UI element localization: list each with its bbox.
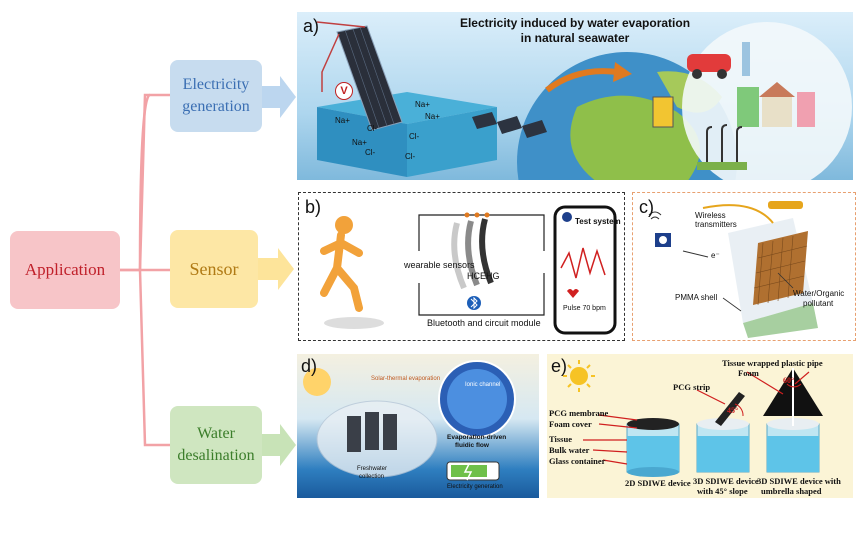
solar-label: Solar-thermal evaporation <box>371 376 441 382</box>
ion-8: Na+ <box>352 138 367 147</box>
evaporator-array <box>347 412 397 452</box>
device-2-label-2: with 45° slope <box>697 486 748 496</box>
device-3-label-1: 3D SDIWE device with <box>757 476 841 486</box>
sun-icon <box>303 368 331 396</box>
ion-1: Na+ <box>415 100 430 109</box>
ion-2: Na+ <box>425 112 440 121</box>
wireless-label-2: transmitters <box>695 220 737 229</box>
ion-3: Na+ <box>335 116 350 125</box>
branch-electricity-line2: generation <box>182 98 250 115</box>
phone-icon <box>553 205 617 335</box>
app-icon <box>562 212 572 222</box>
panel-a-letter: a) <box>303 16 320 36</box>
runner-icon <box>335 216 353 234</box>
building-icon <box>737 87 759 127</box>
fresh-label-2: collection <box>359 474 385 480</box>
device-3-label-2: umbrella shaped <box>761 486 822 496</box>
battery-icon <box>652 96 674 128</box>
glass-label: Glass container <box>549 456 606 466</box>
panel-a-title-2: in natural seawater <box>520 31 630 45</box>
battery-icon <box>451 465 487 477</box>
arrow-elec <box>262 76 296 118</box>
panel-e: e) Tissue wrapped plastic pipe Foam PCG … <box>547 354 853 498</box>
fresh-label-1: Freshwater <box>357 466 388 472</box>
pcg-strip-label: PCG strip <box>673 382 711 392</box>
ion-5: Cl- <box>409 132 420 141</box>
tissue-label: Tissue <box>549 434 572 444</box>
heart-icon <box>567 289 579 298</box>
flow-label-2: fluidic flow <box>455 442 489 449</box>
panel-d: d) Solar-thermal evaporation Ionic chann… <box>297 354 539 498</box>
root-box: Application <box>10 231 120 309</box>
panel-a-illustration <box>316 21 852 180</box>
ionic-label: Ionic channel <box>465 382 501 388</box>
panel-c-illustration <box>648 201 818 338</box>
root-label: Application <box>24 260 106 279</box>
device-2-label-1: 3D SDIWE device <box>693 476 759 486</box>
branch-water-line2: desalination <box>177 447 255 464</box>
hcehg-label: HCEHG <box>467 271 500 281</box>
branch-electricity: Electricity generation <box>170 60 262 132</box>
panel-a: a) Electricity induced by water evaporat… <box>297 12 853 180</box>
branch-sensor-label: Sensor <box>189 258 239 279</box>
pmma-label: PMMA shell <box>675 293 718 302</box>
panel-b: b) wearable sensors HCEHG Bluetooth and … <box>298 192 625 341</box>
elec-gen-label: Electricity generation <box>447 484 503 490</box>
sun-icon <box>570 367 588 385</box>
lamp-icons <box>706 124 743 167</box>
panel-d-letter: d) <box>301 356 318 376</box>
wireless-label-1: Wireless <box>695 211 726 220</box>
panel-a-title-1: Electricity induced by water evaporation <box>459 16 691 30</box>
panel-b-letter: b) <box>305 197 322 217</box>
wearable-label: wearable sensors <box>404 260 475 270</box>
branch-sensor: Sensor <box>170 230 258 308</box>
device-1 <box>626 418 680 477</box>
panel-e-letter: e) <box>551 356 568 376</box>
panel-c: c) Wireless transmitters e⁻ PMMA shell W… <box>632 192 856 341</box>
water-pollutant-label-2: pollutant <box>803 299 834 308</box>
branch-electricity-line1: Electricity <box>182 76 250 93</box>
panel-b-illustration <box>320 205 617 335</box>
device-3 <box>763 368 823 473</box>
angle-45-label: 45° <box>727 406 739 415</box>
pcg-membrane-label: PCG membrane <box>549 408 609 418</box>
angle-60-label: 60° <box>783 376 795 385</box>
connector-elec <box>138 93 170 271</box>
arrow-water <box>262 424 296 466</box>
test-system-label: Test system <box>575 217 621 226</box>
connector-water <box>138 269 170 447</box>
ion-4: Cl- <box>367 124 378 133</box>
device-1-label: 2D SDIWE device <box>625 478 691 488</box>
foam-cover-label: Foam cover <box>549 419 592 429</box>
ion-7: Cl- <box>405 152 416 161</box>
ion-6: Cl- <box>365 148 376 157</box>
electron-label: e⁻ <box>711 251 720 260</box>
water-pollutant-label-1: Water/Organic <box>793 289 845 298</box>
arrow-sensor <box>258 248 294 290</box>
branch-water-line1: Water <box>197 425 235 442</box>
wifi-icon <box>648 211 662 220</box>
bluetooth-label: Bluetooth and circuit module <box>427 318 541 328</box>
flow-label-1: Evaporation-driven <box>447 434 507 441</box>
voltmeter-icon: V <box>335 82 353 100</box>
car-icon <box>687 54 731 72</box>
clip-icon <box>768 201 803 209</box>
panel-d-illustration <box>303 360 516 481</box>
tissue-pipe-label: Tissue wrapped plastic pipe <box>722 358 823 368</box>
device-2 <box>696 392 750 473</box>
bulk-water-label: Bulk water <box>549 445 590 455</box>
pulse-label: Pulse 70 bpm <box>563 305 606 312</box>
branch-water: Water desalination <box>170 406 262 484</box>
panel-c-letter: c) <box>639 197 654 217</box>
panel-e-illustration <box>563 360 823 477</box>
foam-label: Foam <box>738 368 759 378</box>
